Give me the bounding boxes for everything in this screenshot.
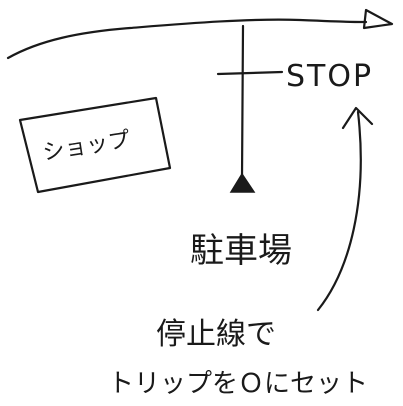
pointer-arrow-head	[341, 106, 374, 130]
instruction-line-1: 停止線で	[156, 317, 276, 352]
parking-label: 駐車場	[190, 231, 292, 271]
pointer-arrow	[316, 110, 362, 312]
parking-access-line	[240, 24, 245, 180]
direction-arrow-head	[362, 8, 394, 30]
shop-box	[18, 96, 172, 194]
shop-label: ショップ	[41, 127, 132, 165]
road-line	[6, 18, 368, 60]
stop-label: STOP	[286, 59, 373, 94]
parking-marker-icon	[229, 172, 256, 193]
stop-line	[216, 70, 284, 76]
instruction-line-2: トリップをＯにセット	[108, 369, 368, 399]
